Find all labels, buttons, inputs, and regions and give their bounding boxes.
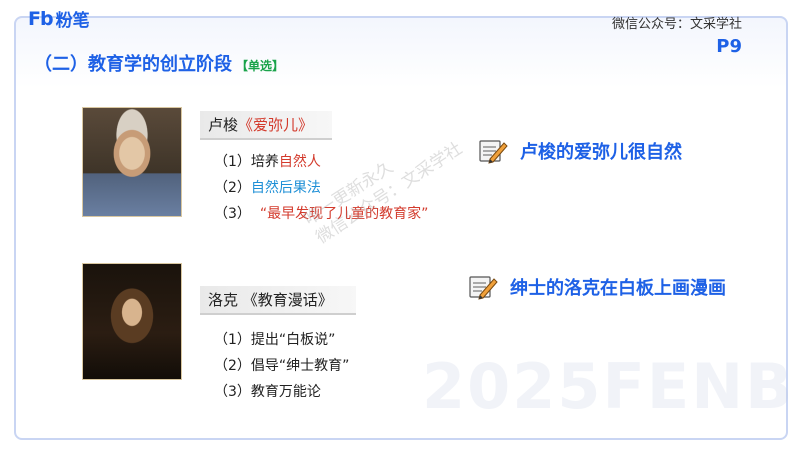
point-prefix: （1）培养 <box>214 154 279 170</box>
locke-name-box: 洛克 《教育漫话》 <box>200 286 356 315</box>
locke-mnemonic: 绅士的洛克在白板上画漫画 <box>468 273 726 301</box>
logo-mark: Fb <box>28 7 54 30</box>
point-highlight: 自然后果法 <box>250 180 321 196</box>
locke-name: 洛克 <box>208 291 239 309</box>
locke-point-3: （3）教育万能论 <box>214 384 321 400</box>
rousseau-work: 《爱弥儿》 <box>238 116 314 134</box>
point-prefix: （3） <box>214 206 260 222</box>
wechat-account: 微信公众号：文采学社 <box>611 17 742 32</box>
year-watermark: 2025FENBI <box>422 350 800 423</box>
rousseau-name-box: 卢梭《爱弥儿》 <box>200 111 332 140</box>
locke-point-1: （1）提出“白板说” <box>214 332 336 348</box>
point-highlight: 自然人 <box>278 154 321 170</box>
rousseau-point-1: （1）培养自然人 <box>214 151 321 171</box>
rousseau-portrait <box>82 107 182 217</box>
logo-text: 粉笔 <box>55 11 90 31</box>
locke-work: 《教育漫话》 <box>242 291 333 309</box>
rousseau-mnemonic: 卢梭的爱弥儿很自然 <box>478 137 682 165</box>
rousseau-point-3: （3） “最早发现了儿童的教育家” <box>214 203 428 223</box>
locke-mnemonic-text: 绅士的洛克在白板上画漫画 <box>510 278 726 299</box>
question-type-badge: 【单选】 <box>236 59 285 73</box>
fenbi-logo: Fb 粉笔 <box>28 6 90 32</box>
section-title-text: （二）教育学的创立阶段 <box>34 54 232 75</box>
rousseau-name: 卢梭 <box>208 116 239 134</box>
section-title: （二）教育学的创立阶段 【单选】 <box>34 50 284 76</box>
page-number: P9 <box>716 36 742 57</box>
note-pencil-icon <box>479 140 508 164</box>
locke-portrait <box>82 263 182 380</box>
point-highlight: “最早发现了儿童的教育家” <box>259 206 429 222</box>
rousseau-mnemonic-text: 卢梭的爱弥儿很自然 <box>520 142 682 163</box>
rousseau-point-2: （2）自然后果法 <box>214 177 321 197</box>
note-pencil-icon <box>469 276 498 300</box>
locke-point-2: （2）倡导“绅士教育” <box>214 358 350 374</box>
point-prefix: （2） <box>214 180 251 196</box>
